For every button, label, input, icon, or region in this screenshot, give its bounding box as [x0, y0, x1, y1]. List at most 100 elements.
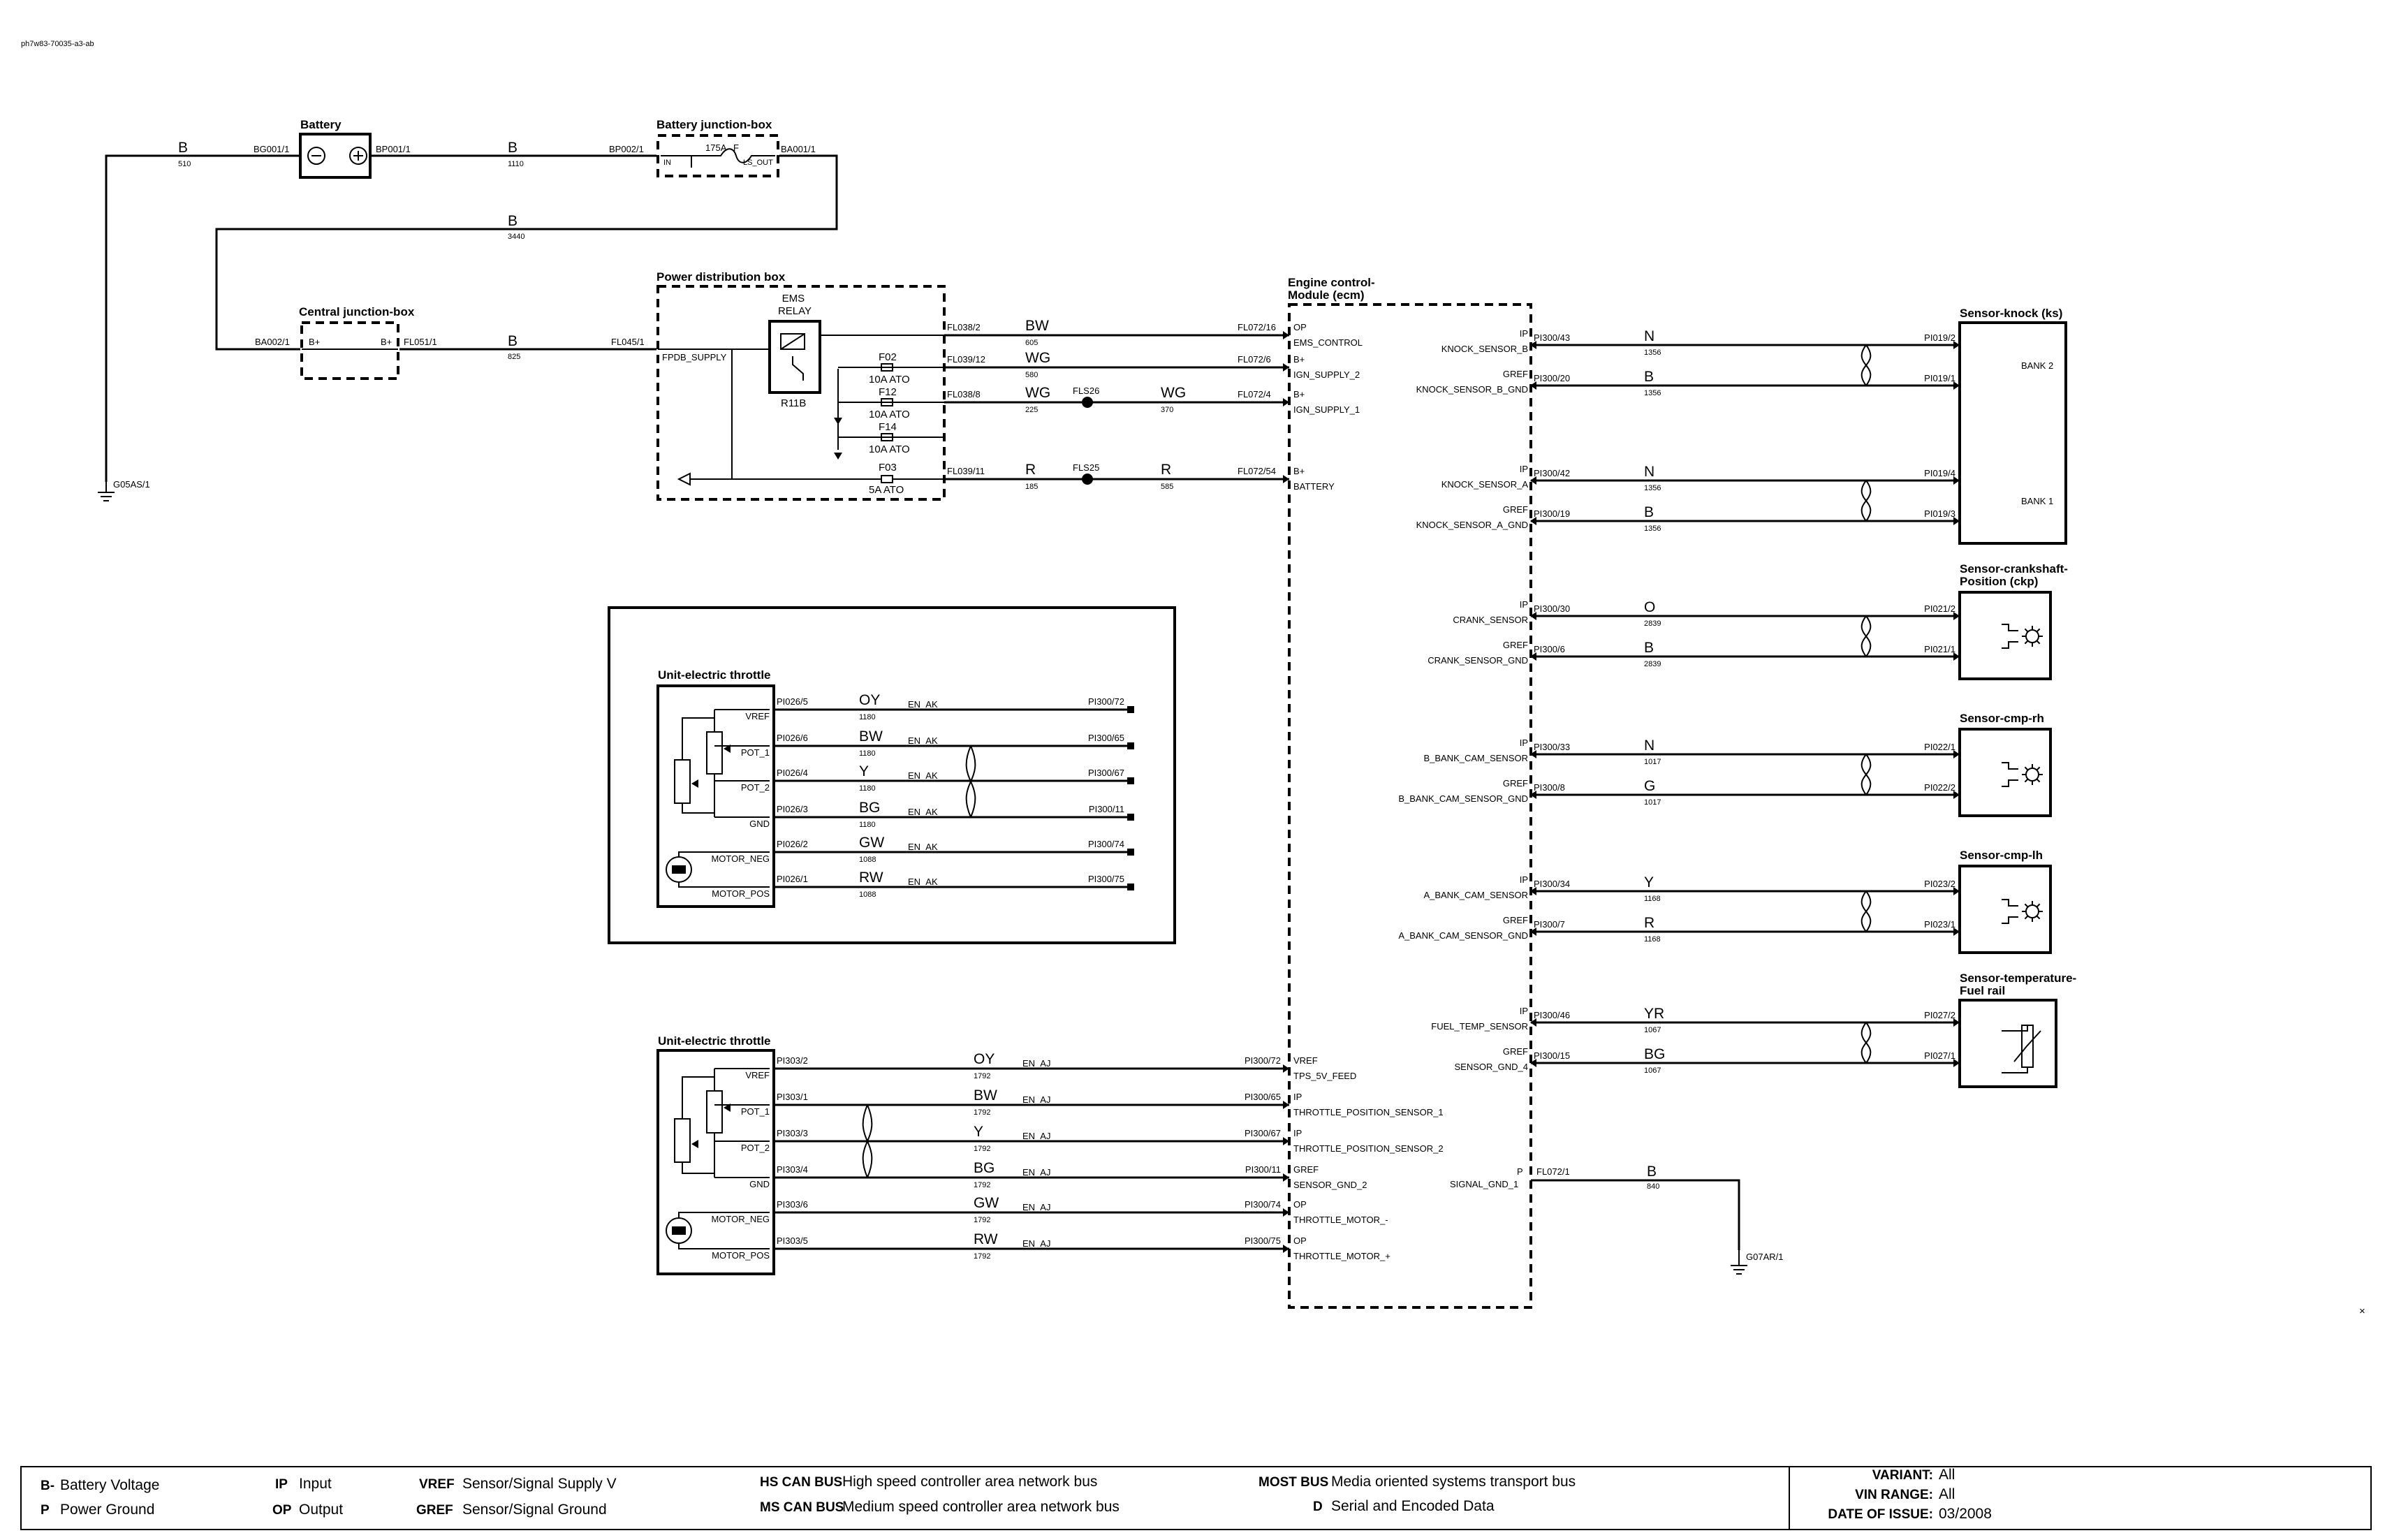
wire-825-number: 825 [508, 353, 520, 361]
ecm-signal-name: CRANK_SENSOR [1453, 615, 1528, 625]
fuel-temp-sensor-title-line-1: Sensor-temperature- [1960, 971, 2076, 985]
motor-icon [666, 851, 770, 888]
ecm-connector-icon [1530, 341, 1536, 349]
throttle-b-title: Unit-electric throttle [658, 1034, 771, 1048]
legend-vin-val: All [1939, 1486, 1955, 1502]
legend-d-key: D [1313, 1499, 1323, 1514]
sensor-connector-icon [1953, 476, 1960, 485]
fuse-f14-rating: 10A ATO [869, 443, 910, 455]
pdb-return-arrow-icon [677, 472, 691, 486]
ecm-pin-type: GREF [1503, 1046, 1528, 1057]
ecm-connector-icon [1530, 612, 1536, 620]
sensor-wire-color: O [1644, 599, 1655, 615]
splice-dot-icon [1082, 397, 1093, 408]
throttle-harness: EN_AJ [1022, 1238, 1050, 1249]
fuse-f12: F12 10A ATO [869, 386, 910, 420]
sensor-wire-number: 1356 [1644, 349, 1661, 357]
ecm-title-line-1: Engine control- [1288, 276, 1375, 289]
pdb-wire-right-color: R [1161, 462, 1171, 478]
battery-negative-icon [307, 147, 325, 165]
legend-gref-key: GREF [416, 1503, 453, 1518]
sensor-wire-color: B [1644, 369, 1654, 385]
pdb-wire-number: 580 [1025, 371, 1038, 379]
cmp-rh-sensor-title: Sensor-cmp-rh [1960, 712, 2044, 725]
ecm-signal-name: IGN_SUPPLY_2 [1293, 369, 1360, 380]
g05as-ground-label: G05AS/1 [113, 479, 150, 490]
sensor-pin: PI019/1 [1924, 373, 1955, 383]
ecm-pin-type: GREF [1503, 504, 1528, 515]
throttle-dest-pin: PI300/67 [1088, 768, 1124, 778]
ecm-pin-type: IP [1293, 1092, 1302, 1102]
legend-p-key: P [41, 1503, 50, 1518]
legend-frame [20, 1466, 2372, 1530]
ecm-pin: PI300/72 [1245, 1055, 1281, 1066]
sensor-wire-number: 1168 [1644, 935, 1661, 944]
ecm-signal-name: KNOCK_SENSOR_B_GND [1416, 384, 1528, 395]
relay-coil-diag [780, 333, 805, 350]
throttle-pin-label: GND [749, 1179, 770, 1189]
throttle-pin-label: MOTOR_NEG [711, 853, 770, 864]
ecm-pin-type: GREF [1503, 778, 1528, 789]
central-jbox-bplus-a: B+ [309, 337, 320, 347]
ems-relay-label-line-1: EMS [782, 293, 805, 305]
gear-icon [2002, 762, 2043, 787]
legend-most-key: MOST BUS [1258, 1475, 1328, 1490]
splice-dot-icon [1082, 474, 1093, 485]
ecm-pin: PI300/75 [1245, 1235, 1281, 1246]
ecm-pin: PI300/19 [1534, 508, 1570, 519]
ecm-signal-name: B_BANK_CAM_SENSOR_GND [1398, 793, 1528, 804]
sensor-wire-color: N [1644, 328, 1654, 344]
wire-3440-number: 3440 [508, 233, 524, 241]
fuse-bus-arrows [834, 418, 842, 460]
ecm-pin-type: IP [1520, 874, 1528, 885]
ecm-pin-type: B+ [1293, 389, 1305, 399]
cam-crank-sensor-icons [2002, 624, 2043, 924]
splice-label: FLS25 [1073, 462, 1099, 473]
ecm-pin-type: OP [1293, 1235, 1307, 1246]
throttle-dest-terminal-icon [1127, 849, 1134, 856]
sensor-pin: PI021/1 [1924, 644, 1955, 654]
ecm-pin-type: GREF [1293, 1164, 1319, 1175]
ba002-pin: BA002/1 [255, 337, 290, 347]
jbox-in-label: IN [663, 159, 671, 167]
throttle-pin-label: MOTOR_NEG [711, 1214, 770, 1224]
throttle-harness: EN_AK [908, 770, 938, 781]
throttle-pin: PI026/3 [777, 804, 808, 814]
battery-jbox-box [656, 134, 779, 177]
sensor-connector-icon [1953, 1018, 1960, 1027]
ecm-title: Engine control- Module (ecm) [1288, 276, 1378, 302]
ecm-pin: FL072/16 [1238, 322, 1276, 332]
ckp-sensor-title-line-1: Sensor-crankshaft- [1960, 562, 2068, 575]
potentiometer-icon [674, 1076, 714, 1174]
throttle-wire-number: 1180 [859, 749, 876, 758]
wire-3440-color: B [508, 213, 518, 229]
legend-date-key: DATE OF ISSUE: [1828, 1507, 1933, 1522]
motor-icon [666, 1212, 770, 1249]
legend-ip-key: IP [275, 1477, 288, 1492]
ecm-connector-icon [1530, 476, 1536, 485]
ecm-signal-name: BATTERY [1293, 481, 1335, 492]
ecm-pin: PI300/43 [1534, 332, 1570, 343]
throttle-pin-label: POT_2 [741, 782, 770, 793]
throttle-pin: PI303/3 [777, 1128, 808, 1138]
fuse-f03: F03 5A ATO [869, 462, 904, 496]
sensor-wire-number: 1356 [1644, 525, 1661, 533]
sensor-wire-number: 2839 [1644, 660, 1661, 668]
ecm-connector-icon [1283, 475, 1289, 483]
pdb-wire-right-number: 370 [1161, 406, 1173, 414]
throttle-pin: PI026/6 [777, 733, 808, 743]
fuse-f03-rating: 5A ATO [869, 484, 904, 496]
potentiometer-icon [706, 1069, 731, 1178]
thermistor-icon [2002, 1025, 2041, 1073]
potentiometer-icon [674, 717, 714, 814]
sensor-wire-number: 1017 [1644, 798, 1661, 807]
wire-510-color: B [178, 140, 188, 156]
pdb-wire-left-pin: FL038/8 [947, 389, 981, 399]
ecm-connector-icon [1530, 1018, 1536, 1027]
throttle-pin: PI303/4 [777, 1164, 808, 1175]
ecm-pin: PI300/6 [1534, 644, 1565, 654]
sensor-connector-icon [1953, 612, 1960, 620]
ground-g07ar-icon [1731, 1250, 1747, 1275]
twisted-pair-icon [965, 745, 976, 818]
